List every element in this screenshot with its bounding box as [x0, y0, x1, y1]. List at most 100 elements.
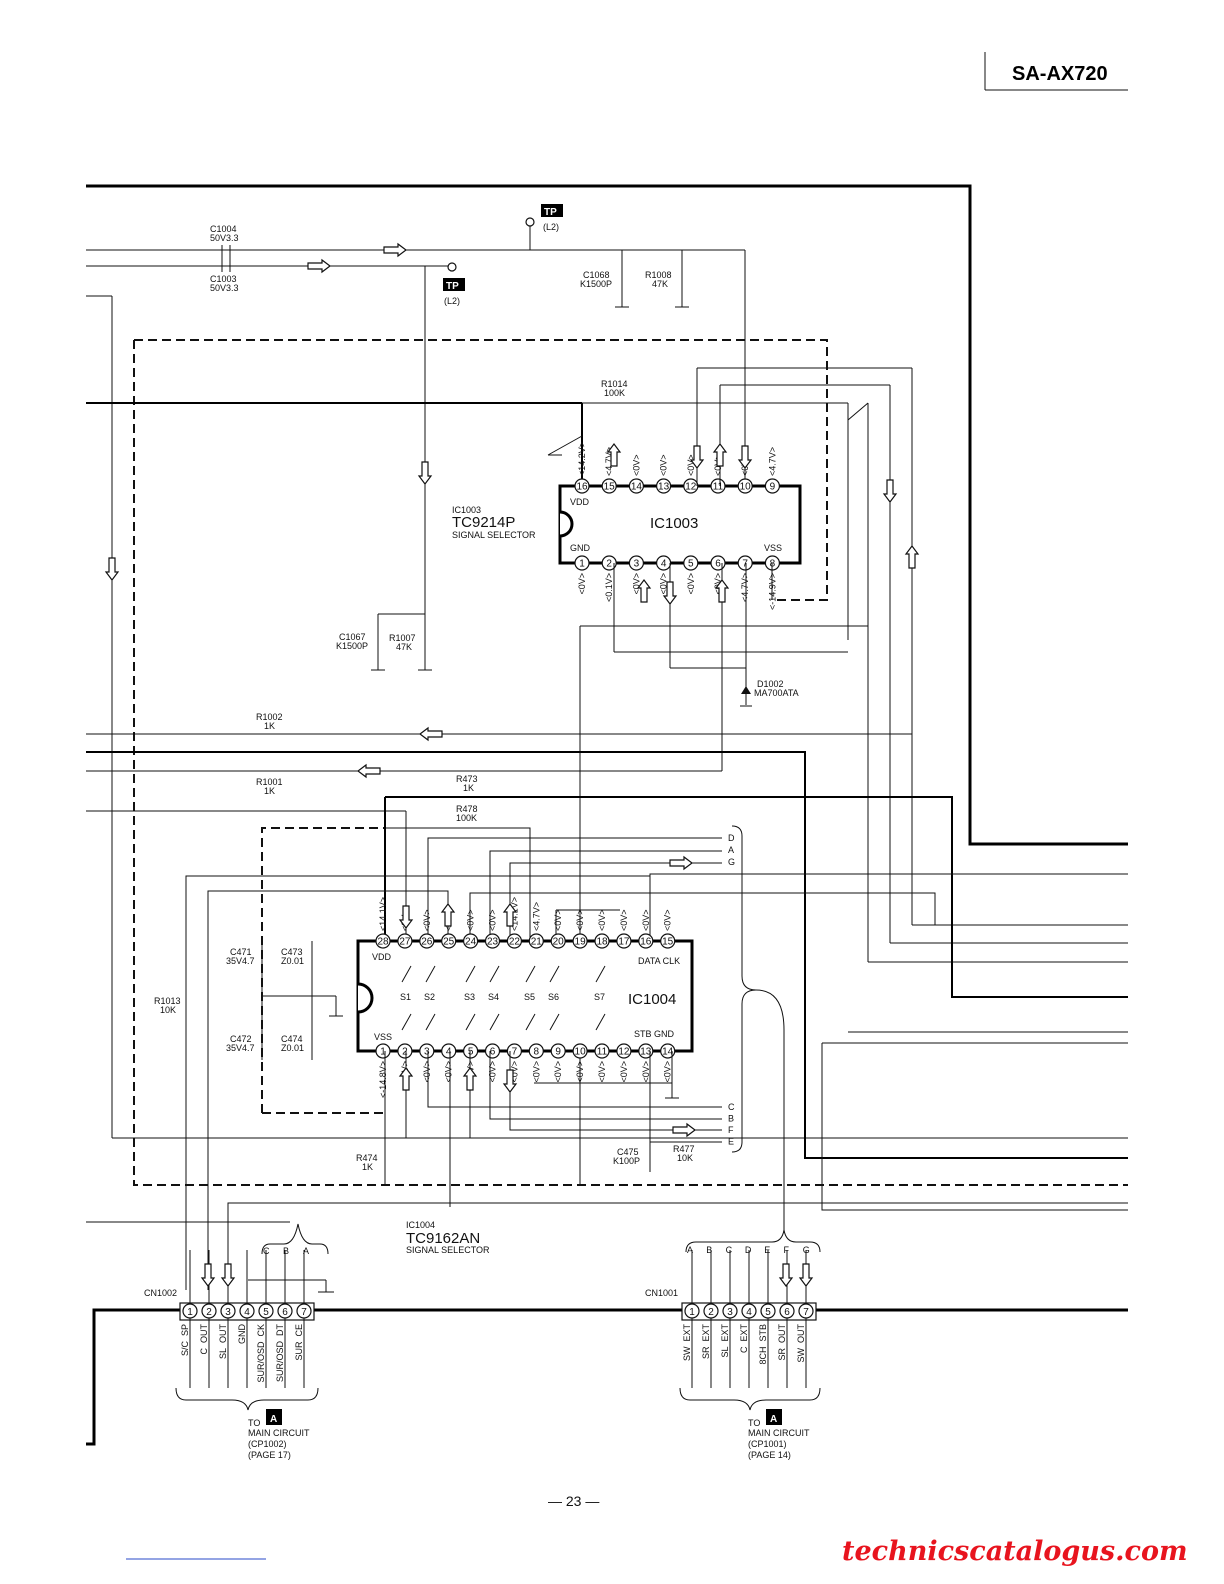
bus-bracket-right [731, 825, 757, 1153]
ic1004-bottom-pin-label: 3 [424, 1047, 430, 1058]
tp-l2-badge-bg [443, 278, 465, 291]
cn1002-dest-3: (PAGE 17) [248, 1450, 291, 1460]
switch-top-S1 [401, 965, 412, 983]
bus-label-D: D [728, 833, 735, 843]
cn1001-signal: SW_EXT [682, 1324, 692, 1362]
wire-r478 [385, 827, 531, 941]
ic1004-bottom-pin-7 [506, 1043, 523, 1059]
switch-label: S6 [548, 992, 559, 1002]
signal-arrow [398, 1067, 414, 1091]
bus-label-E: E [728, 1137, 734, 1147]
ic1003-bottom-pin-label: 6 [715, 559, 721, 570]
ic1004-bottom-pin-label: 4 [446, 1047, 452, 1058]
ic1003-top-pin-13 [655, 478, 672, 494]
c1068-ref: C1068 [583, 270, 610, 280]
switch-bottom-S3 [465, 1013, 476, 1031]
cn1001-to: TO [748, 1418, 760, 1428]
ic1003-bottom-voltage: <0V> [713, 573, 723, 595]
ic1004-bottom-voltage: <0V> [531, 1061, 541, 1083]
signal-arrow [737, 445, 753, 469]
bus-label-A: A [728, 845, 734, 855]
ic1003-top-pin-16 [574, 478, 590, 494]
cn1001-signal: 8CH_STB [758, 1324, 768, 1365]
cn1002-signal: S/C_SP [180, 1324, 190, 1356]
wire-bus-b [489, 1051, 722, 1120]
cn1001-bus-G: G [803, 1245, 810, 1255]
c471-ref: C471 [230, 947, 252, 957]
r1002-ref: R1002 [256, 712, 283, 722]
switch-top-S4 [489, 965, 500, 983]
d1002-value: MA700ATA [754, 688, 799, 698]
ic1003-bottom-pin-label: 7 [742, 559, 748, 570]
ic1003-bottom-pin-label: 8 [770, 559, 776, 570]
wire-822 [821, 1043, 1128, 1211]
signal-arrow [440, 903, 456, 927]
ic1003-ref: IC1003 [452, 505, 481, 515]
switch-top-S6 [549, 965, 560, 983]
ic1004-bottom-pin-5 [463, 1043, 479, 1059]
ic1003-part: TC9214P [452, 514, 515, 531]
ic1004-top-pin-label: 26 [421, 937, 433, 948]
ic1003-bottom-pin-5 [683, 555, 699, 571]
ic1004-top-voltage: <4.7V> [531, 902, 541, 931]
c1003-value: 50V3.3 [210, 283, 239, 293]
ic1004-bottom-pin-label: 2 [402, 1047, 408, 1058]
c1004-value: 50V3.3 [210, 233, 239, 243]
signal-arrow [689, 445, 705, 469]
ic1003-bottom-voltage: <0V> [577, 573, 587, 595]
tp-r2-badge: TP [544, 207, 557, 218]
cn1002-pin-label: 5 [263, 1307, 269, 1318]
ic1003-top-pin-14 [628, 478, 645, 494]
frame-bottom [86, 1308, 1128, 1446]
c475-ref: C475 [617, 1147, 639, 1157]
r1008-ref: R1008 [645, 270, 672, 280]
ic1004-data-clk: DATA CLK [638, 956, 680, 966]
ic1004-top-pin-label: 23 [487, 937, 499, 948]
page-number: — 23 — [548, 1493, 599, 1509]
ic1003-body-label: IC1003 [650, 515, 698, 532]
ic1004-bottom-pin-12 [616, 1043, 632, 1059]
ic1003-vss: VSS [764, 543, 782, 553]
cn1001-signal: SW_OUT [796, 1324, 806, 1363]
d1002-symbol [741, 686, 751, 694]
ic1003-notch [559, 510, 574, 538]
cn1002-bus-A: A [303, 1246, 309, 1256]
ic1004-top-voltage: <14.1V> [509, 897, 519, 931]
cn1001-bus-D: D [745, 1245, 752, 1255]
ic1004-bottom-voltage: <0V> [422, 1061, 432, 1083]
shield-inner-ic1004 [261, 827, 385, 1113]
ic1004-vdd: VDD [372, 952, 392, 962]
cn1001-badge: A [770, 1414, 777, 1425]
ic1003-top-pin-11 [710, 478, 726, 494]
ic1003-bottom-voltage: <0V> [659, 573, 669, 595]
tp-l2-point [447, 262, 457, 272]
wire-bus-d [427, 837, 722, 941]
wire-r473 [385, 796, 1128, 998]
c472-value: 35V4.7 [226, 1043, 255, 1053]
ic1004-top-pin-label: 24 [465, 937, 477, 948]
ic1003-bottom-pin-4 [655, 555, 672, 571]
r1008-value: 47K [652, 279, 668, 289]
switch-label: S5 [524, 992, 535, 1002]
ic1003-top-voltage: <4.7V> [604, 447, 614, 476]
ic1004-bottom-pin-8 [528, 1043, 544, 1059]
ic1003-bottom-pin-label: 1 [579, 559, 585, 570]
ic1003-top-pin-label: 13 [658, 482, 670, 493]
cn1001-ref: CN1001 [645, 1288, 678, 1298]
signal-arrow [220, 1263, 236, 1287]
cn1002-dest-1: MAIN CIRCUIT [248, 1428, 310, 1438]
ic1004-top-pin-16 [638, 933, 654, 949]
signal-arrow [882, 479, 898, 503]
ic1003-top-voltage: <0V> [631, 454, 641, 476]
signal-arrow [606, 443, 622, 467]
ic1004-top-pin-20 [550, 933, 566, 949]
cn1001-dest-3: (PAGE 14) [748, 1450, 791, 1460]
switch-label: S4 [488, 992, 499, 1002]
cn1001-bus-C: C [726, 1245, 733, 1255]
ic1004-top-pin-21 [528, 933, 544, 949]
cn1001-bus-bracket [685, 1229, 821, 1253]
ic1003-top-pin-label: 14 [631, 482, 643, 493]
